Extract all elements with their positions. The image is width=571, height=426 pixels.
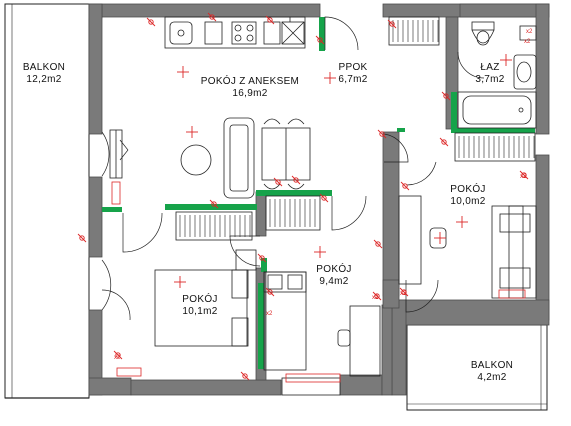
double-outlet-icon: x2	[524, 39, 531, 45]
room-name: ŁAZ	[480, 62, 500, 73]
electrical-point-icon	[377, 129, 387, 139]
electrical-point-icon	[373, 239, 383, 249]
electrical-point-icon	[400, 181, 410, 191]
double-outlet-icon: x2	[114, 355, 121, 361]
room-name: BALKON	[470, 360, 514, 371]
electrical-point-icon	[375, 241, 381, 247]
electrical-point-icon	[521, 172, 527, 178]
electrical-point-icon	[321, 195, 327, 201]
electrical-point-icon	[267, 17, 273, 23]
electrical-point-icon	[315, 35, 325, 45]
electrical-point-icon	[77, 233, 87, 243]
electrical-symbols: x2 x2 x2 x2 x2 x2 x2	[77, 12, 533, 381]
electrical-point-icon	[267, 289, 273, 295]
room-name: POKÓJ	[182, 294, 218, 305]
room-name: PPOK	[338, 62, 368, 73]
room-label-pokoj-west: POKÓJ 10,1m2	[172, 294, 228, 318]
room-label-balkon-west: BALKON 12,2m2	[14, 62, 74, 86]
room-area: 3,7m2	[475, 74, 505, 85]
electrical-point-icon	[209, 14, 215, 20]
electrical-point-icon	[207, 12, 217, 22]
wardrobes	[175, 16, 536, 241]
double-outlet-icon: x2	[520, 174, 527, 180]
electrical-point-icon	[319, 193, 329, 203]
electrical-point-icon	[79, 235, 85, 241]
electrical-point-icon	[379, 131, 385, 137]
electrical-point-icon	[387, 19, 397, 29]
electrical-point-icon	[317, 37, 323, 43]
room-area: 10,0m2	[450, 196, 486, 207]
double-outlet-icon: x2	[526, 29, 533, 35]
room-name: POKÓJ	[450, 184, 486, 195]
electrical-point-icon	[275, 179, 281, 185]
electrical-point-icon	[519, 170, 529, 180]
electrical-point-icon	[148, 19, 154, 25]
beds	[154, 205, 537, 371]
electrical-point-icon	[439, 137, 449, 147]
electrical-point-icon	[240, 371, 250, 381]
electrical-point-icon	[257, 253, 267, 263]
room-area: 9,4m2	[319, 276, 349, 287]
partitions	[102, 17, 535, 369]
electrical-point-icon	[443, 93, 449, 99]
double-outlet-icon: x2	[372, 295, 379, 301]
room-name: BALKON	[22, 62, 66, 73]
room-area: 6,7m2	[338, 74, 368, 85]
electrical-point-icon	[372, 291, 382, 301]
door-swings	[101, 16, 485, 321]
electrical-point-icon	[146, 17, 156, 27]
room-label-pokoj-east: POKÓJ 10,0m2	[440, 184, 496, 208]
electrical-point-icon	[441, 91, 451, 101]
electrical-point-icon	[115, 352, 121, 358]
electrical-point-icon	[293, 177, 299, 183]
electrical-point-icon	[374, 293, 380, 299]
double-outlet-icon: x2	[266, 311, 273, 317]
room-name: POKÓJ	[316, 264, 352, 275]
electrical-point-icon	[273, 177, 283, 187]
electrical-point-icon	[211, 201, 217, 207]
electrical-point-icon	[389, 21, 395, 27]
room-label-pokoj-aneks: POKÓJ Z ANEKSEM 16,9m2	[195, 76, 305, 100]
living-furniture	[180, 117, 311, 199]
kitchen-counter	[164, 16, 306, 49]
room-area: 12,2m2	[26, 74, 62, 85]
bathroom	[457, 21, 537, 129]
electrical-point-icon	[265, 15, 275, 25]
wardrobe-hatching	[179, 20, 535, 237]
electrical-point-icon	[242, 373, 248, 379]
electrical-point-icon	[265, 287, 275, 297]
electrical-point-icon	[209, 199, 219, 209]
room-area: 16,9m2	[232, 88, 268, 99]
room-label-laz: ŁAZ 3,7m2	[468, 62, 512, 86]
electrical-point-icon	[401, 289, 407, 295]
room-label-pokoj-middle: POKÓJ 9,4m2	[306, 264, 362, 288]
double-outlet-icon: x2	[400, 291, 407, 297]
electrical-point-icon	[399, 287, 409, 297]
electrical-point-icon	[259, 255, 265, 261]
room-name: POKÓJ Z ANEKSEM	[200, 76, 300, 87]
room-label-ppok: PPOK 6,7m2	[328, 62, 378, 86]
electrical-point-icon	[441, 139, 447, 145]
room-label-balkon-east: BALKON 4,2m2	[462, 360, 522, 384]
room-area: 10,1m2	[182, 306, 218, 317]
room-area: 4,2m2	[477, 372, 507, 383]
desks	[109, 129, 526, 383]
electrical-point-icon	[402, 183, 408, 189]
electrical-point-icon	[113, 350, 123, 360]
electrical-point-icon	[291, 175, 301, 185]
